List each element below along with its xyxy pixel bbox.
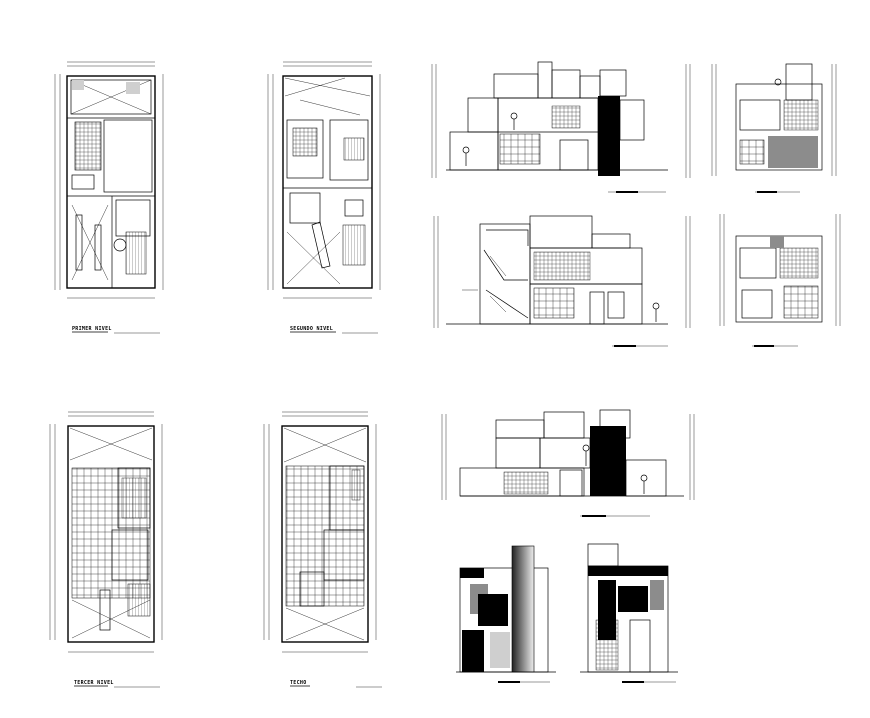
section-elevation-5 <box>441 409 695 517</box>
section-elevation-2 <box>711 63 837 193</box>
floor-plan-segundo-nivel <box>267 61 381 299</box>
floor-plan-segundo-nivel-caption: SEGUNDO NIVEL <box>290 326 378 334</box>
floor-plan-primer-nivel <box>54 61 164 299</box>
plan-caption: TECHO <box>290 680 307 686</box>
plan-caption: PRIMER NIVEL <box>72 326 112 332</box>
floor-plan-tercer-nivel <box>49 411 163 653</box>
section-elevation-4 <box>719 214 841 347</box>
plan-caption: SEGUNDO NIVEL <box>290 326 333 332</box>
section-elevation-4-caption <box>754 345 774 347</box>
section-elevation-2-caption <box>757 191 777 193</box>
section-elevation-5-caption <box>582 515 606 517</box>
facade-elevation-6 <box>456 545 556 683</box>
floor-plan-techo <box>263 411 377 653</box>
facade-elevation-7-caption <box>622 681 644 683</box>
floor-plan-techo-caption: TECHO <box>290 680 382 688</box>
facade-elevation-6-caption <box>498 681 520 683</box>
section-elevation-3-caption <box>614 345 636 347</box>
section-elevation-3 <box>433 215 691 347</box>
floor-plan-tercer-nivel-caption: TERCER NIVEL <box>74 680 160 688</box>
floor-plan-primer-nivel-caption: PRIMER NIVEL <box>72 326 160 334</box>
section-elevation-1 <box>431 61 691 193</box>
facade-elevation-7 <box>580 543 678 683</box>
section-elevation-1-caption <box>616 191 638 193</box>
plan-caption: TERCER NIVEL <box>74 680 114 686</box>
